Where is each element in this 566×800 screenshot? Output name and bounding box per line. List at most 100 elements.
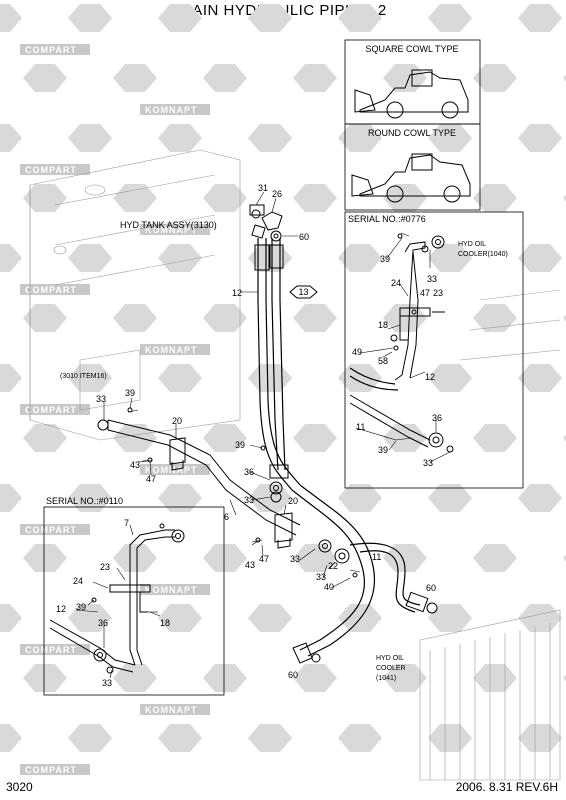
watermark-logo-icon	[203, 184, 247, 212]
watermark-text: KOMNAPT	[145, 225, 198, 235]
watermark-logo-icon	[23, 664, 67, 692]
oil-cooler-outline	[419, 289, 561, 781]
watermark-logo-icon	[68, 724, 112, 752]
watermark-logo-icon	[203, 544, 247, 572]
watermark-logo-icon	[23, 64, 67, 92]
callout-33: 33	[102, 678, 112, 688]
watermark-logo-icon	[428, 484, 472, 512]
watermark-logo-icon	[428, 604, 472, 632]
cooler-note: (1041)	[376, 675, 396, 682]
watermark-text: KOMNAPT	[145, 705, 198, 715]
cooler-note: COOLER	[376, 665, 406, 672]
watermark-logo-icon	[563, 434, 566, 442]
callout-39: 39	[76, 602, 86, 612]
watermark-logo-icon	[338, 244, 382, 272]
watermark-text: COMPART	[25, 45, 77, 55]
watermark-logo-icon	[293, 544, 337, 572]
cooler-note: COOLER(1040)	[458, 251, 508, 258]
watermark-logo-icon	[113, 184, 157, 212]
watermark-logo-icon	[563, 314, 566, 322]
watermark-logo-icon	[68, 364, 112, 392]
callout-36: 36	[244, 467, 254, 477]
wheel-loader-icon	[351, 153, 471, 203]
watermark-band	[140, 584, 210, 595]
watermark-logo-icon	[428, 244, 472, 272]
page-number: 3020	[6, 780, 33, 794]
watermark-logo-icon	[428, 724, 472, 752]
callout-33: 33	[427, 274, 437, 284]
watermark-band	[20, 764, 90, 775]
watermark-logo-icon	[338, 484, 382, 512]
callout-40: 40	[324, 582, 334, 592]
watermark-logo-icon	[0, 364, 22, 392]
watermark-logo-icon	[518, 724, 562, 752]
watermark-logo-icon	[293, 664, 337, 692]
serial-0776-detail: SERIAL NO.:#0776 HYD OIL COOLER(1040)	[344, 211, 524, 489]
callout-12: 12	[425, 372, 435, 382]
watermark-logo-icon	[68, 124, 112, 152]
watermark-logo-icon	[428, 124, 472, 152]
callout-7: 7	[124, 518, 129, 528]
watermark-text: KOMNAPT	[145, 345, 198, 355]
callout-39: 39	[380, 254, 390, 264]
watermark-logo-icon	[473, 544, 517, 572]
callout-49: 49	[352, 347, 362, 357]
watermark-logo-icon	[293, 184, 337, 212]
watermark-logo-icon	[248, 604, 292, 632]
callout-47: 47	[259, 554, 269, 564]
watermark-logo-icon	[383, 184, 427, 212]
watermark-logo-icon	[203, 424, 247, 452]
watermark-logo-icon	[383, 664, 427, 692]
revision-date: 2006. 8.31 REV.6H	[455, 780, 558, 794]
watermark-logo-icon	[0, 484, 22, 512]
watermark-band	[20, 524, 90, 535]
watermark-logo-icon	[158, 604, 202, 632]
watermark-logo-icon	[68, 4, 112, 32]
watermark-band	[20, 284, 90, 295]
callout-20: 20	[172, 416, 182, 426]
callout-12: 12	[232, 288, 242, 298]
watermark-text: COMPART	[25, 525, 77, 535]
watermark-logo-icon	[158, 124, 202, 152]
watermark-logo-icon	[428, 364, 472, 392]
watermark-logo-icon	[518, 244, 562, 272]
watermark-logo-icon	[338, 4, 382, 32]
serial-note: SERIAL NO.:#0110	[46, 496, 123, 506]
hyd-tank-outline	[29, 149, 241, 441]
watermark-logo-icon	[383, 64, 427, 92]
watermark-logo-icon	[338, 724, 382, 752]
watermark-band	[140, 704, 210, 715]
watermark-logo-icon	[158, 244, 202, 272]
watermark-logo-icon	[428, 4, 472, 32]
watermark-logo-icon	[563, 74, 566, 82]
callout-39: 39	[235, 440, 245, 450]
watermark-logo-icon	[473, 64, 517, 92]
callout-26: 26	[272, 189, 282, 199]
steel-pipe-assembly: (3010 ITEM16)	[60, 373, 361, 592]
watermark-logo-icon	[158, 364, 202, 392]
watermark-text: COMPART	[25, 165, 77, 175]
watermark-logo-icon	[203, 664, 247, 692]
watermark-logo-icon	[518, 484, 562, 512]
watermark-logo-icon	[0, 4, 22, 32]
watermark-logo-icon	[158, 4, 202, 32]
watermark-layer: COMPART KOMNAPT COMPART KOMNAPT COMPART KOMNA…	[0, 4, 566, 775]
watermark-logo-icon	[23, 184, 67, 212]
square-cowl-inset: SQUARE COWL TYPE	[344, 39, 481, 125]
watermark-text: COMPART	[25, 405, 77, 415]
callout-18: 18	[378, 320, 388, 330]
serial-note: SERIAL NO.:#0776	[348, 214, 426, 224]
watermark-logo-icon	[113, 304, 157, 332]
watermark-band	[20, 644, 90, 655]
callout-33: 33	[316, 572, 326, 582]
item-reference-note: (3010 ITEM16)	[60, 373, 107, 380]
watermark-logo-icon	[113, 424, 157, 452]
watermark-logo-icon	[338, 364, 382, 392]
hyd-tank-note: HYD TANK ASSY(3130)	[120, 220, 217, 230]
cooler-note: HYD OIL	[458, 241, 486, 248]
watermark-logo-icon	[518, 604, 562, 632]
watermark-logo-icon	[518, 4, 562, 32]
watermark-logo-icon	[158, 724, 202, 752]
round-cowl-inset: ROUND COWL TYPE	[344, 123, 481, 211]
